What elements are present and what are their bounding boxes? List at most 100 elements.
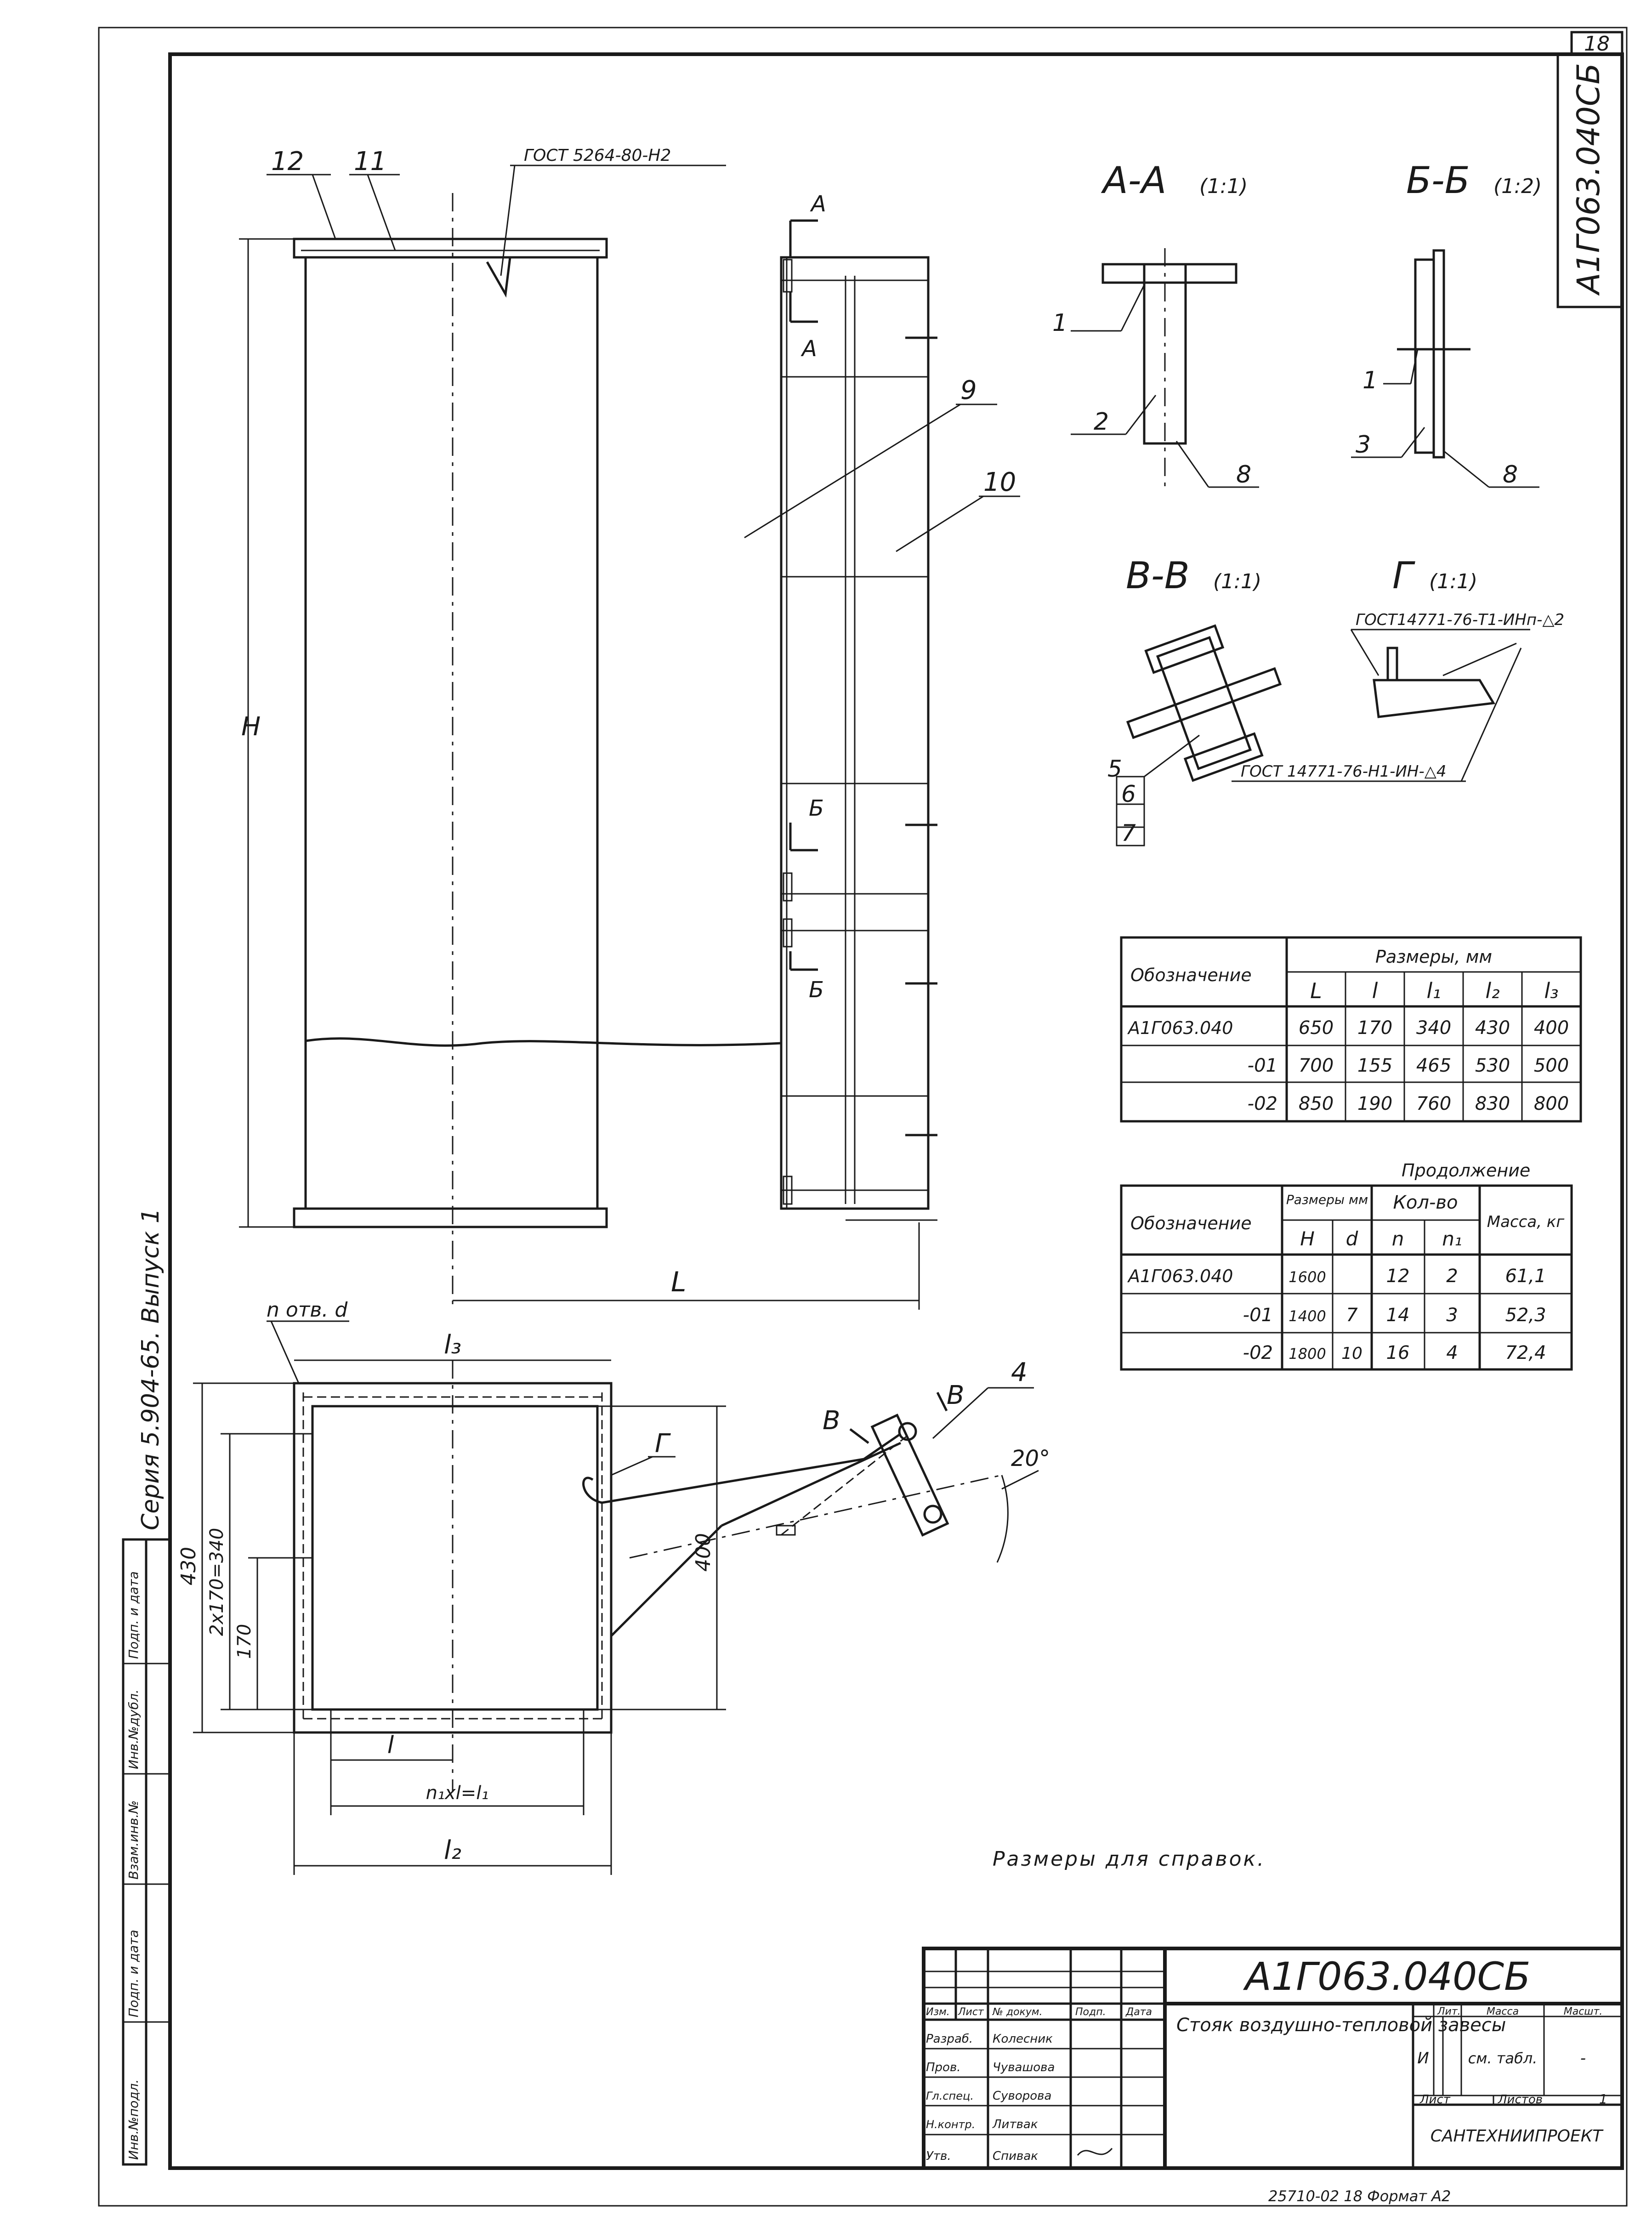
table2-row2-n: 14 xyxy=(1386,1305,1410,1326)
title-scale-head: Масшт. xyxy=(1564,2006,1603,2017)
table2-row2-mass: 52,3 xyxy=(1505,1305,1546,1326)
table1-col-l1: l₁ xyxy=(1426,978,1441,1003)
drawing-frame xyxy=(168,52,1624,2170)
left-strip-field-4: Инв.№дубл. xyxy=(126,1689,141,1769)
table2-row2-h: 1400 xyxy=(1289,1307,1326,1325)
table1-row3-l: 190 xyxy=(1357,1093,1392,1114)
title-head-sheet: Лист xyxy=(958,2006,984,2018)
sheet-footer: 25710-02 18 Формат А2 xyxy=(1268,2187,1451,2205)
section-aa-scale: (1:1) xyxy=(1199,175,1248,198)
table2-row1-n1: 2 xyxy=(1446,1266,1458,1287)
callout-11: 11 xyxy=(354,147,386,176)
plan-dimension-l: l xyxy=(387,1732,394,1759)
table1-row3-l2: 830 xyxy=(1475,1093,1510,1114)
cut-mark-a-top: А xyxy=(810,191,826,217)
outer-trim-line xyxy=(98,27,1628,2207)
section-aa-callout-1: 1 xyxy=(1052,309,1067,337)
reference-note: Размеры для справок. xyxy=(993,1847,1266,1871)
plan-label-g: Г xyxy=(655,1429,671,1459)
gost-weld-top: ГОСТ14771-76-Т1-ИНп-△2 xyxy=(1356,611,1564,629)
left-strip-field-2: Подп. и дата xyxy=(126,1930,141,2017)
title-lit-head: Лит. xyxy=(1437,2006,1461,2017)
title-person-3: Суворова xyxy=(993,2089,1051,2103)
dimension-table xyxy=(1120,936,1582,1123)
left-strip-lines xyxy=(123,1663,170,2023)
title-block xyxy=(922,1947,1624,2170)
plan-dimension-400: 400 xyxy=(692,1533,715,1572)
section-g-scale: (1:1) xyxy=(1429,570,1477,593)
cut-mark-b-top: Б xyxy=(809,795,824,821)
table2-row2-n1: 3 xyxy=(1446,1305,1458,1326)
section-aa-drawing xyxy=(1071,248,1259,488)
left-strip-field-1: Инв.№подл. xyxy=(126,2079,141,2160)
table2-head-mass: Масса, кг xyxy=(1487,1213,1565,1231)
table1-head-designation: Обозначение xyxy=(1130,965,1252,985)
table1-row1-l2: 430 xyxy=(1475,1017,1510,1039)
section-bb-title: Б-Б xyxy=(1406,159,1470,202)
title-code: А1Г063.040СБ xyxy=(1243,1954,1530,1999)
table2-head-qty: Кол-во xyxy=(1393,1192,1458,1213)
section-g-title: Г xyxy=(1392,554,1415,597)
table1-row1-l3: 400 xyxy=(1534,1017,1569,1039)
table1-col-l3: l₃ xyxy=(1544,978,1558,1003)
table1-row3-l1: 760 xyxy=(1416,1093,1451,1114)
table2-col-d: d xyxy=(1346,1227,1358,1250)
title-person-5: Спивак xyxy=(993,2149,1038,2163)
table2-row3-n1: 4 xyxy=(1446,1342,1458,1363)
table2-head-sizes: Размеры мм xyxy=(1286,1192,1368,1207)
title-role-norm: Н.контр. xyxy=(926,2118,975,2131)
table1-head-group: Размеры, мм xyxy=(1375,947,1492,967)
table2-row1-n: 12 xyxy=(1386,1266,1410,1287)
title-head-date: Дата xyxy=(1125,2006,1152,2018)
title-role-developer: Разраб. xyxy=(926,2032,973,2046)
main-elevation-view xyxy=(239,165,1020,1310)
title-mass-head: Масса xyxy=(1487,2006,1519,2017)
section-vv-title: В-В xyxy=(1126,554,1190,597)
left-strip-field-3: Взам.инв.№ xyxy=(126,1800,141,1880)
table1-row2-l: 155 xyxy=(1357,1055,1392,1076)
left-stamp-strip xyxy=(122,1538,148,2166)
title-role-approver: Утв. xyxy=(926,2149,951,2163)
callout-9: 9 xyxy=(960,375,977,405)
section-bb-callout-1: 1 xyxy=(1362,367,1378,394)
table2-col-n1: n₁ xyxy=(1442,1227,1462,1250)
code-box-vertical xyxy=(1556,53,1624,308)
dimension-l-label: L xyxy=(671,1266,686,1298)
section-aa-callout-8: 8 xyxy=(1236,461,1251,488)
section-vv-scale: (1:1) xyxy=(1213,570,1261,593)
title-head-sign: Подп. xyxy=(1075,2006,1106,2018)
section-aa-callout-2: 2 xyxy=(1094,408,1109,436)
plan-callout-4: 4 xyxy=(1011,1357,1028,1387)
plan-dimension-l3: l₃ xyxy=(444,1330,461,1360)
mass-table xyxy=(1120,1184,1573,1371)
section-vv-callout-7: 7 xyxy=(1121,820,1136,846)
dimension-h-label: Н xyxy=(241,712,261,742)
plan-label-v-right: В xyxy=(947,1380,964,1410)
title-role-checker: Пров. xyxy=(926,2061,961,2074)
table1-row3-L: 850 xyxy=(1299,1093,1334,1114)
section-g-drawing xyxy=(1232,629,1530,782)
table1-row3-l3: 800 xyxy=(1534,1093,1569,1114)
page-number: 18 xyxy=(1584,32,1610,56)
table2-continuation: Продолжение xyxy=(1402,1160,1530,1181)
table1-row2-l2: 530 xyxy=(1475,1055,1510,1076)
table2-row2-designation: -01 xyxy=(1243,1305,1273,1326)
title-organization: САНТЕХНИИПРОЕКТ xyxy=(1431,2127,1604,2146)
table1-row3-designation: -02 xyxy=(1248,1093,1277,1114)
gost-weld-label: ГОСТ 5264-80-Н2 xyxy=(524,146,671,165)
table1-row2-designation: -01 xyxy=(1248,1055,1277,1076)
table1-col-l: l xyxy=(1372,978,1378,1003)
title-person-4: Литвак xyxy=(992,2118,1038,2131)
table1-row1-designation: А1Г063.040 xyxy=(1127,1018,1233,1038)
section-vv-callout-6: 6 xyxy=(1121,781,1136,807)
table2-row3-h: 1800 xyxy=(1289,1345,1326,1363)
section-vv-callout-5: 5 xyxy=(1107,755,1122,782)
code-vertical: А1Г063.040СБ xyxy=(1571,63,1607,296)
table2-col-n: n xyxy=(1392,1227,1404,1250)
series-label: Серия 5.904-65. Выпуск 1 xyxy=(137,1208,165,1530)
table1-col-l2: l₂ xyxy=(1485,978,1499,1003)
table2-row3-designation: -02 xyxy=(1243,1342,1273,1363)
title-sheets-label: Листов xyxy=(1498,2093,1543,2107)
table2-col-h: Н xyxy=(1300,1227,1315,1250)
